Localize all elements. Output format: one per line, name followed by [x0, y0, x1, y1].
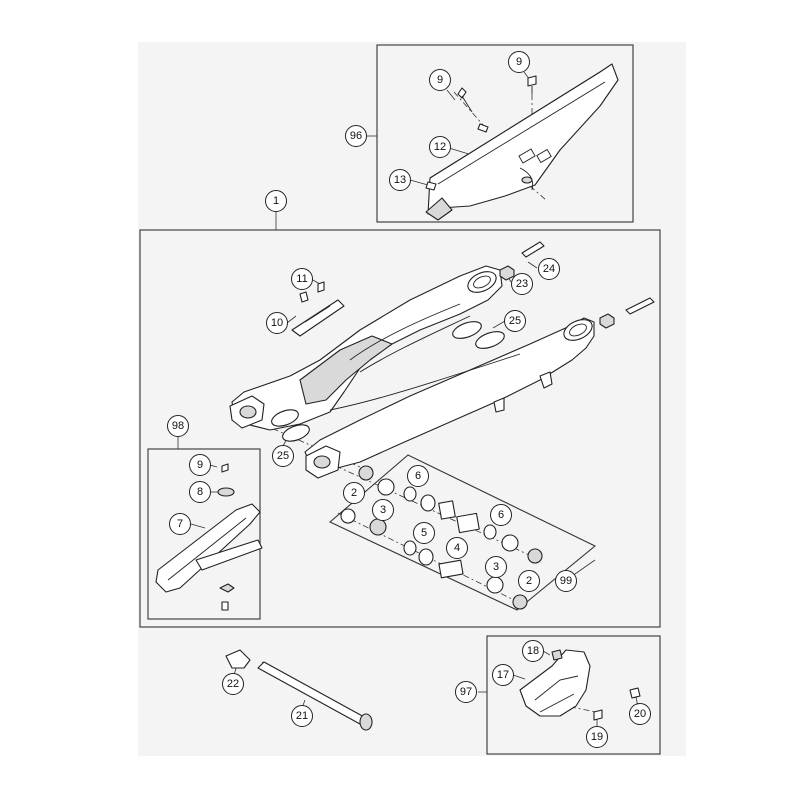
callout-2: 2	[518, 570, 540, 592]
svg-text:3: 3	[493, 561, 499, 573]
callout-98: 98	[167, 415, 189, 437]
svg-text:6: 6	[415, 470, 421, 482]
callout-9: 9	[429, 69, 451, 91]
callout-6: 6	[490, 504, 512, 526]
callout-1: 1	[265, 190, 287, 212]
callout-96: 96	[345, 125, 367, 147]
group-box-96-chain-guide	[376, 44, 634, 223]
group-box-97-chain-guide-block	[486, 635, 661, 755]
svg-text:12: 12	[434, 141, 446, 153]
callout-22: 22	[222, 673, 244, 695]
svg-text:96: 96	[350, 130, 362, 142]
svg-text:24: 24	[543, 263, 555, 275]
svg-text:20: 20	[634, 708, 646, 720]
svg-text:10: 10	[271, 317, 283, 329]
svg-text:21: 21	[296, 710, 308, 722]
callout-21: 21	[291, 705, 313, 727]
callout-99: 99	[555, 570, 577, 592]
svg-text:2: 2	[351, 487, 357, 499]
svg-text:98: 98	[172, 420, 184, 432]
callout-24: 24	[538, 258, 560, 280]
svg-text:11: 11	[296, 273, 307, 285]
svg-text:7: 7	[177, 518, 183, 530]
svg-text:23: 23	[516, 278, 528, 290]
chain-guide-drawing	[425, 63, 619, 221]
svg-text:8: 8	[197, 486, 203, 498]
svg-text:1: 1	[273, 195, 279, 207]
callout-18: 18	[522, 640, 544, 662]
svg-text:19: 19	[591, 731, 603, 743]
svg-text:97: 97	[460, 686, 472, 698]
callout-7: 7	[169, 513, 191, 535]
callout-20: 20	[629, 703, 651, 725]
svg-text:4: 4	[454, 542, 460, 554]
svg-text:99: 99	[560, 575, 572, 587]
callout-8: 8	[189, 481, 211, 503]
bearing-kit-drawing	[340, 465, 543, 610]
group-box-98-chain-slider	[147, 448, 261, 620]
callout-10: 10	[266, 312, 288, 334]
callout-97: 97	[455, 681, 477, 703]
callout-17: 17	[492, 664, 514, 686]
swingarm-drawing	[229, 241, 655, 479]
callout-3: 3	[485, 556, 507, 578]
group-box-99-bearing-kit	[328, 454, 597, 611]
callout-6: 6	[407, 465, 429, 487]
callout-25: 25	[504, 310, 526, 332]
callout-2: 2	[343, 482, 365, 504]
svg-text:18: 18	[527, 645, 539, 657]
callout-9: 9	[189, 454, 211, 476]
callout-12: 12	[429, 136, 451, 158]
svg-text:9: 9	[437, 74, 443, 86]
chain-slider-drawing	[155, 463, 263, 611]
callout-19: 19	[586, 726, 608, 748]
svg-text:22: 22	[227, 678, 239, 690]
pivot-bolt-drawing	[225, 649, 373, 731]
callout-13: 13	[389, 169, 411, 191]
callout-4: 4	[446, 537, 468, 559]
callout-25: 25	[272, 445, 294, 467]
svg-text:9: 9	[197, 459, 203, 471]
svg-text:6: 6	[498, 509, 504, 521]
svg-text:5: 5	[421, 527, 427, 539]
svg-text:3: 3	[380, 504, 386, 516]
callout-5: 5	[413, 522, 435, 544]
svg-text:2: 2	[526, 575, 532, 587]
callout-9: 9	[508, 51, 530, 73]
guide-block-drawing	[519, 649, 641, 721]
svg-text:25: 25	[277, 450, 289, 462]
group-box-1-swingarm	[139, 229, 661, 628]
callout-3: 3	[372, 499, 394, 521]
svg-text:9: 9	[516, 56, 522, 68]
svg-text:17: 17	[497, 669, 509, 681]
callout-23: 23	[511, 273, 533, 295]
svg-text:13: 13	[394, 174, 406, 186]
callout-11: 11	[291, 268, 313, 290]
svg-text:25: 25	[509, 315, 521, 327]
